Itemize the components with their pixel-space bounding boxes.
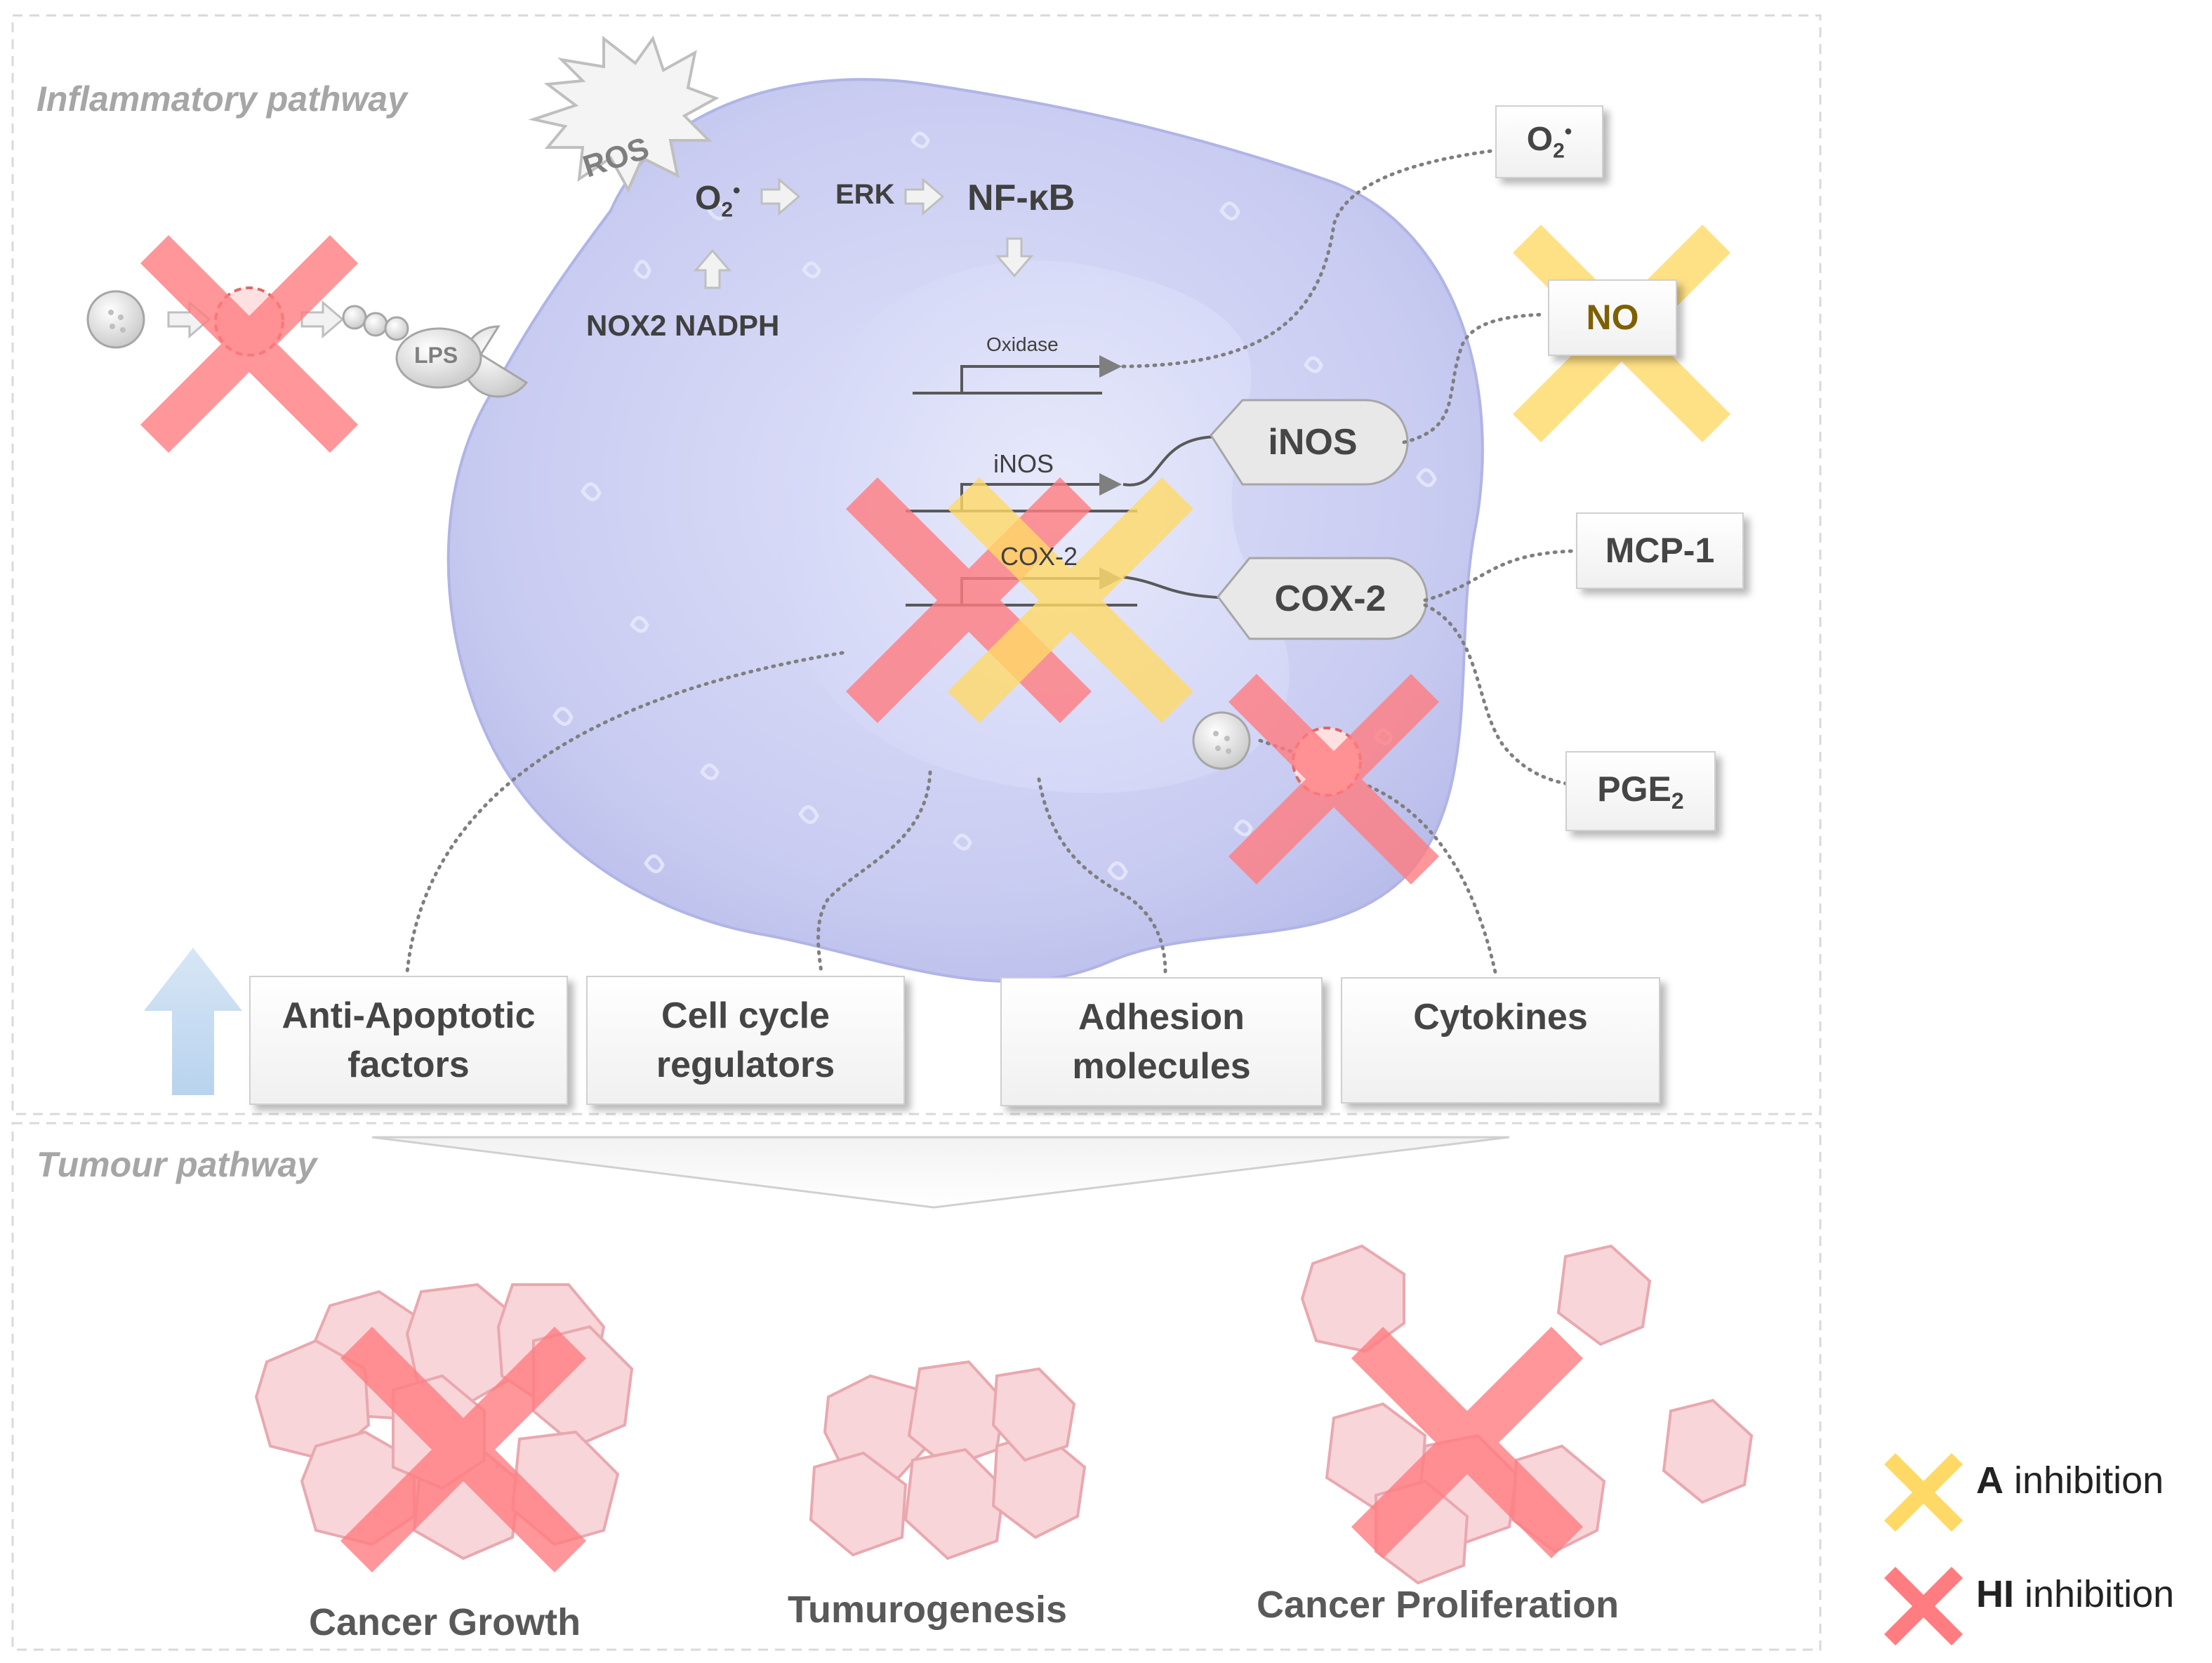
legend-hi-bold: HI [1976,1573,2014,1615]
vesicle-right [1192,711,1251,770]
cytokines-text: Cytokines [1413,993,1588,1042]
adhesion-line1: Adhesion [1078,996,1245,1038]
nfkb-label: NF-κB [967,178,1075,218]
o2-radical-box: O2• [1495,105,1603,178]
pge2-box: PGE2 [1565,751,1716,831]
tumurogenesis-cluster [809,1360,1087,1561]
inos-protein-shape [1210,399,1409,486]
anti-apoptotic-text: Anti-Apoptotic factors [282,991,535,1089]
anti-apoptotic-line2: factors [347,1045,470,1085]
o2-radical-label: O2• [695,179,741,223]
o2-to-erk-arrow [760,177,801,216]
cell-cycle-line2: regulators [656,1045,835,1085]
mcp1-label: MCP-1 [1605,530,1715,570]
pge-text: PGE [1597,769,1671,809]
lps-particle [395,327,482,389]
erk-label: ERK [835,179,895,210]
dotted-connectors [405,149,1578,974]
anti-apoptotic-line1: Anti-Apoptotic [282,995,536,1036]
inos-transcript-line [1122,435,1222,486]
adhesion-molecules-box: Adhesion molecules [1000,977,1323,1106]
cox2-protein-label: COX-2 [1274,578,1386,619]
pge-subscript: 2 [1671,788,1684,814]
o2-radical-box-text: O2• [1527,117,1572,166]
legend-hi-cross [1884,1567,1963,1645]
cell-cycle-text: Cell cycle regulators [656,991,835,1089]
increase-arrow [144,948,242,1095]
a-cross-genes [948,477,1193,723]
inflammatory-pathway-title: Inflammatory pathway [37,79,407,119]
legend-hi-inhibition: HI inhibition [1976,1572,2174,1616]
o2-superscript: • [733,179,741,202]
inflammatory-section-frame [11,14,1822,1115]
o2-box-superscript: • [1564,120,1572,144]
no-label: NO [1586,297,1639,337]
vesicle-left [86,290,145,349]
adhesion-text: Adhesion molecules [1072,993,1250,1091]
o2-box-subscript: 2 [1553,140,1565,164]
cytokines-line1: Cytokines [1413,997,1588,1038]
anti-apoptotic-factors-box: Anti-Apoptotic factors [249,976,568,1105]
o2-subscript: 2 [721,198,734,222]
hi-cross-entry [140,235,358,453]
hi-cross-cytokine [1228,674,1439,884]
cell-cycle-line1: Cell cycle [661,995,830,1036]
cancer-proliferation-label: Cancer Proliferation [1257,1584,1620,1626]
pge2-label: PGE2 [1597,766,1683,816]
cox2-transcript-line [1122,576,1236,599]
no-box: NO [1548,279,1677,356]
cancer-growth-label: Cancer Growth [309,1601,581,1643]
legend-a-cross [1884,1453,1963,1532]
adhesion-line2: molecules [1072,1046,1251,1087]
hi-cross-growth [340,1327,586,1572]
o2-letter: O [695,180,722,217]
lps-chain [342,305,409,341]
ros-burst [528,35,720,193]
tumour-section-frame [11,1122,1822,1651]
entry-arrow-2 [300,300,345,339]
legend-a-text: inhibition [2004,1459,2164,1502]
cell-texture [552,131,1437,880]
oxidase-gene-promoter [913,355,1122,395]
inos-gene-label: iNOS [993,449,1054,478]
cox2-gene-label: COX-2 [1000,542,1078,571]
tumour-pathway-title: Tumour pathway [37,1145,317,1184]
hi-cross-proliferation [1351,1327,1583,1558]
oxidase-gene-label: Oxidase [986,333,1059,355]
o2-box-letter: O [1526,121,1554,159]
tumurogenesis-label: Tumurogenesis [788,1589,1068,1631]
nfkb-to-genes-arrow [995,237,1034,278]
legend-hi-text: inhibition [2014,1573,2175,1615]
nox2-nadph-label: NOX2 NADPH [586,309,780,342]
legend-a-inhibition: A inhibition [1976,1459,2164,1502]
cytokines-box: Cytokines [1341,977,1660,1104]
lps-label: LPS [414,343,458,368]
cell-cycle-regulators-box: Cell cycle regulators [586,976,905,1105]
inos-protein-label: iNOS [1268,422,1358,463]
legend-a-bold: A [1976,1459,2004,1502]
erk-to-nfkb-arrow [904,177,945,216]
tumour-chevron [371,1136,1510,1209]
mcp1-box: MCP-1 [1576,512,1744,589]
nox2-to-o2-arrow [693,249,732,289]
